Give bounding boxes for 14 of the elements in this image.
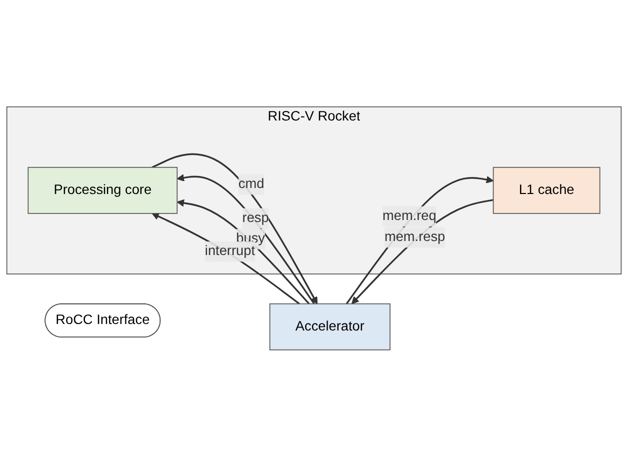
arrow: [152, 153, 318, 304]
edge-label: cmd: [238, 176, 264, 191]
edge-label: mem.req: [382, 208, 436, 223]
node-box: Processing core: [28, 166, 178, 214]
arrow: [176, 174, 315, 304]
node-box: L1 cache: [492, 166, 600, 214]
edge-label: interrupt: [204, 244, 255, 258]
edge-label: mem.resp: [384, 229, 446, 244]
edge-label: resp: [242, 210, 269, 225]
edge-label: busy: [236, 231, 265, 246]
arrow: [351, 198, 494, 304]
arrow: [176, 198, 310, 304]
arrow: [152, 212, 300, 304]
node-box: Accelerator: [269, 303, 390, 350]
